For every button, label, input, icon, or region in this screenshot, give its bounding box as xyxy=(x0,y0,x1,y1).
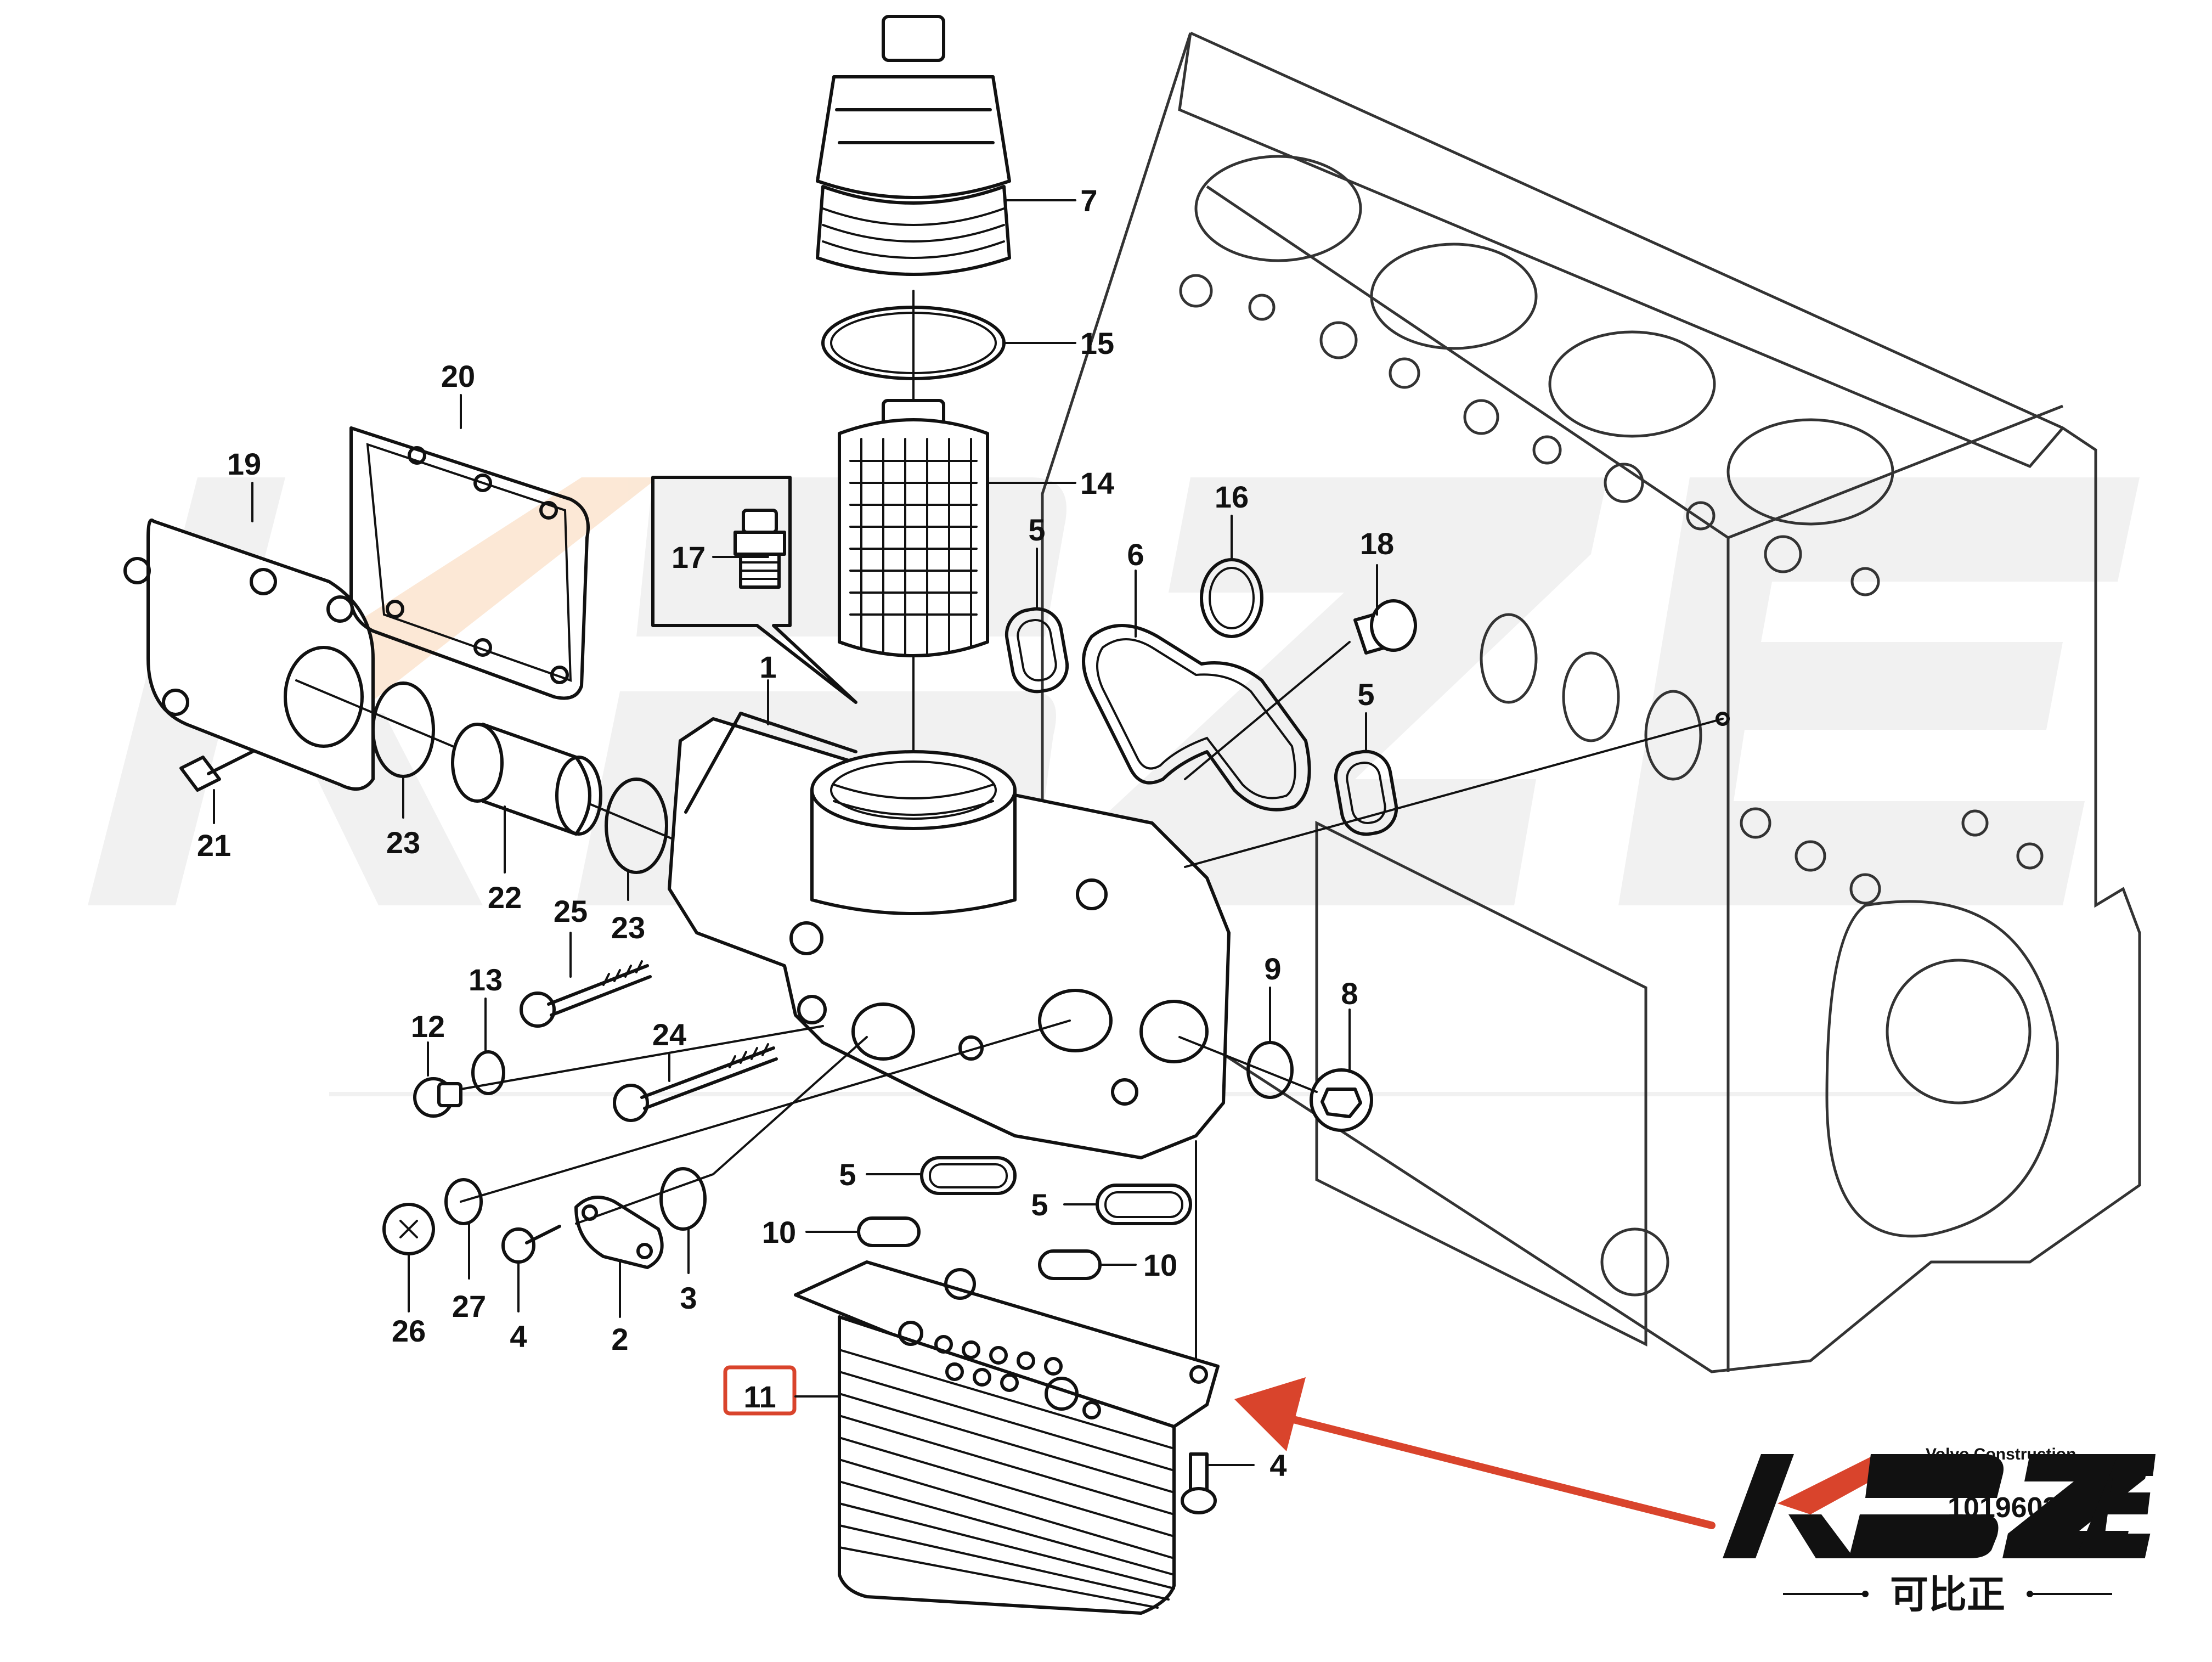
callout-20: 20 xyxy=(441,359,475,393)
callout-5-lower-right: 5 xyxy=(1031,1187,1048,1222)
bolt-4-left xyxy=(501,1225,561,1264)
callout-13: 13 xyxy=(469,962,503,997)
housing-cover-19 xyxy=(123,519,375,791)
callout-22: 22 xyxy=(488,880,522,915)
callout-23-left: 23 xyxy=(386,825,420,860)
callout-16: 16 xyxy=(1215,480,1249,514)
callout-10-left: 10 xyxy=(762,1215,796,1249)
seal-5-lower-left xyxy=(920,1156,1017,1195)
bolt-4-right xyxy=(1181,1452,1217,1514)
callout-25: 25 xyxy=(554,894,588,928)
callout-27: 27 xyxy=(452,1289,486,1323)
inset-detail-17 xyxy=(651,476,857,704)
oil-filter-element xyxy=(838,399,989,657)
callout-15: 15 xyxy=(1080,326,1114,360)
callout-5-lower-left: 5 xyxy=(839,1157,856,1192)
oil-filter-housing xyxy=(668,712,1231,1159)
callout-5-upper: 5 xyxy=(1028,512,1045,547)
connector-pipe-22 xyxy=(451,723,602,836)
callout-1: 1 xyxy=(759,650,776,684)
plug-12 xyxy=(413,1077,462,1118)
oil-filter-cap xyxy=(816,15,1011,276)
callout-14: 14 xyxy=(1080,466,1114,500)
o-ring-23-right xyxy=(605,778,668,874)
callout-labels: 1 2 3 4 4 5 5 5 5 6 7 8 9 10 10 11 12 13… xyxy=(197,183,1394,1483)
callout-4-right: 4 xyxy=(1269,1448,1286,1483)
callout-11: 11 xyxy=(743,1379,776,1414)
bolt-24 xyxy=(613,1043,778,1122)
gasket-6 xyxy=(1082,624,1311,812)
callout-5-middle: 5 xyxy=(1357,677,1374,712)
callout-9: 9 xyxy=(1264,951,1281,986)
washer-9 xyxy=(1246,1041,1294,1099)
kbze-logo: 可比正 xyxy=(1723,1454,2156,1616)
callout-21: 21 xyxy=(197,828,231,863)
washer-27 xyxy=(444,1178,483,1225)
plug-8 xyxy=(1310,1068,1373,1132)
callout-6: 6 xyxy=(1127,537,1144,572)
callout-26: 26 xyxy=(392,1314,426,1348)
washer-13 xyxy=(471,1050,505,1095)
callout-19: 19 xyxy=(227,447,261,481)
highlight-box-11 xyxy=(723,1365,797,1416)
seal-5-middle xyxy=(1334,750,1398,836)
callout-7: 7 xyxy=(1080,183,1097,218)
logo-subtitle: 可比正 xyxy=(1890,1573,2005,1616)
bolt-21 xyxy=(179,750,254,792)
plug-26 xyxy=(382,1203,435,1255)
seal-10-left xyxy=(857,1216,921,1247)
o-ring-3 xyxy=(659,1167,707,1231)
callout-2: 2 xyxy=(611,1322,628,1356)
seal-5-upper xyxy=(1005,607,1069,694)
leader-lines xyxy=(213,199,1378,1466)
plug-18 xyxy=(1353,599,1417,655)
callout-10-right: 10 xyxy=(1143,1248,1177,1282)
callout-3: 3 xyxy=(680,1281,697,1315)
callout-4-left: 4 xyxy=(510,1319,527,1354)
callout-23-right: 23 xyxy=(611,910,645,945)
seal-10-right xyxy=(1038,1249,1102,1280)
callout-24: 24 xyxy=(652,1017,686,1052)
callout-12: 12 xyxy=(411,1009,445,1044)
callout-18: 18 xyxy=(1360,526,1394,561)
bolt-25 xyxy=(520,960,652,1028)
callout-17: 17 xyxy=(672,540,706,574)
gasket-20 xyxy=(349,426,590,700)
callout-8: 8 xyxy=(1341,976,1358,1011)
oil-cooler-11 xyxy=(794,1260,1220,1615)
highlight-arrow xyxy=(1234,1377,1716,1529)
